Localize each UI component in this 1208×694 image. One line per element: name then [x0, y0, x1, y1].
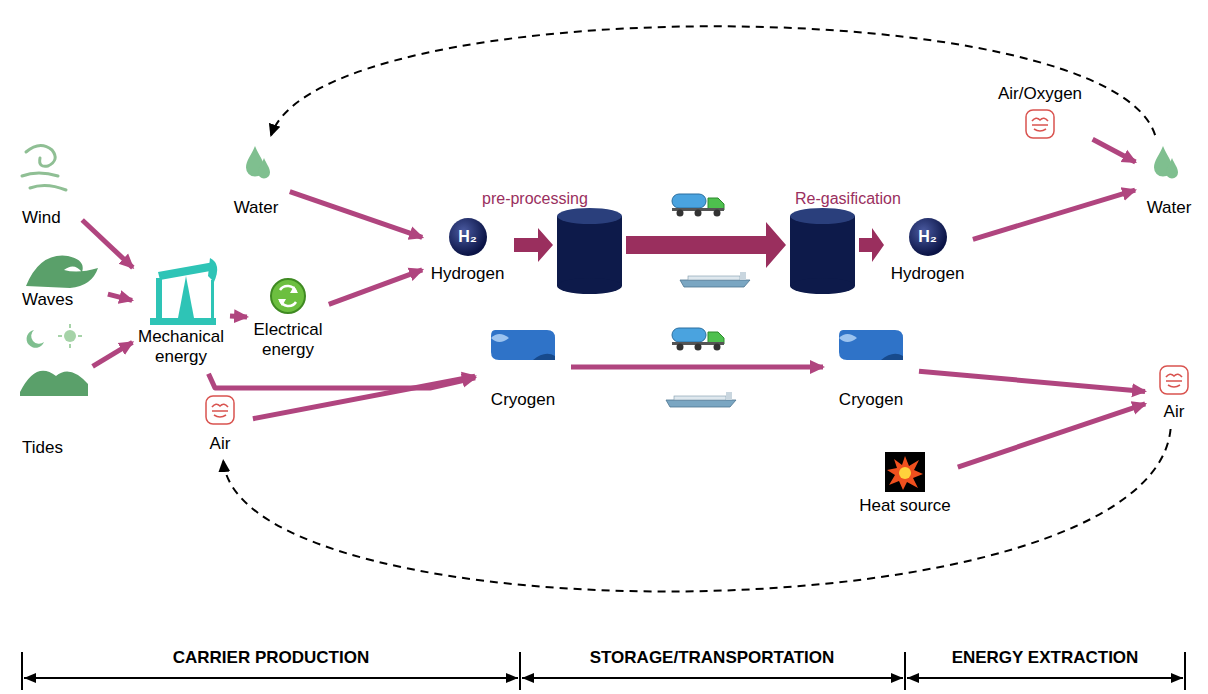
process-label: Re-gasification [795, 190, 901, 208]
node-label: Air [1148, 402, 1200, 422]
air-icon [1160, 366, 1188, 394]
flow-arrow [253, 376, 475, 419]
tides-icon [20, 324, 88, 396]
water-node: Water [1138, 138, 1200, 222]
cryogen-node: Cryogen [826, 320, 916, 414]
electric-icon [271, 279, 305, 313]
air-icon [1026, 110, 1054, 138]
hydrogen-symbol: H₂ [909, 218, 947, 256]
phase-label: STORAGE/TRANSPORTATION [586, 648, 839, 668]
phase-label: ENERGY EXTRACTION [948, 648, 1143, 668]
waves-icon [26, 256, 98, 288]
hydrogen-chain [514, 194, 884, 294]
flow-arrow [329, 270, 422, 305]
flow-arrow [82, 220, 133, 268]
air-node: Air/Oxygen [990, 84, 1090, 138]
flow-arrow [973, 190, 1135, 239]
water-icon [246, 146, 1178, 178]
water-node: Water [225, 138, 287, 222]
hydrogen-node: H₂ Hydrogen [425, 218, 510, 288]
energy-node: Mechanical energy [135, 255, 227, 371]
node-label: Air/Oxygen [990, 84, 1090, 104]
pumpjack-icon [150, 258, 217, 325]
cryogen-node: Cryogen [478, 320, 568, 414]
air-icon [206, 396, 234, 424]
node-label: Waves [22, 290, 105, 310]
heat-node: Heat source [855, 450, 955, 520]
source-node: Wind [10, 138, 80, 232]
hydrogen-node: H₂ Hydrogen [885, 218, 970, 288]
flow-arrow [1093, 139, 1136, 162]
source-node: Waves [10, 248, 105, 314]
flow-arrow [230, 316, 247, 317]
flow-arrow [958, 404, 1145, 467]
node-label: Water [225, 198, 287, 218]
node-label: Hydrogen [425, 264, 510, 284]
node-label: Heat source [855, 496, 955, 516]
node-label: Cryogen [478, 390, 568, 410]
node-label: Air [190, 434, 250, 454]
node-label: Wind [22, 208, 80, 228]
flow-arrow [290, 192, 422, 238]
node-label: Electrical energy [250, 320, 326, 360]
return-cycle-arrow [271, 26, 1155, 135]
flow-arrow [93, 342, 133, 366]
flow-arrow [919, 371, 1145, 391]
node-label: Mechanical energy [135, 327, 227, 367]
energy-node: Electrical energy [250, 275, 326, 364]
phase-label: CARRIER PRODUCTION [169, 648, 373, 668]
air-node: Air [1148, 362, 1200, 426]
source-node: Tides [10, 322, 90, 462]
heat-icon [885, 452, 925, 492]
node-label: Hydrogen [885, 264, 970, 284]
node-label: Cryogen [826, 390, 916, 410]
node-label: Water [1138, 198, 1200, 218]
hydrogen-symbol: H₂ [449, 218, 487, 256]
return-cycle-arrow [223, 429, 1170, 591]
flow-arrow [108, 294, 132, 300]
wind-icon [22, 145, 66, 190]
air-node: Air [190, 392, 250, 458]
process-label: pre-processing [482, 190, 588, 208]
node-label: Tides [22, 438, 90, 458]
flow-arrow [571, 365, 823, 370]
